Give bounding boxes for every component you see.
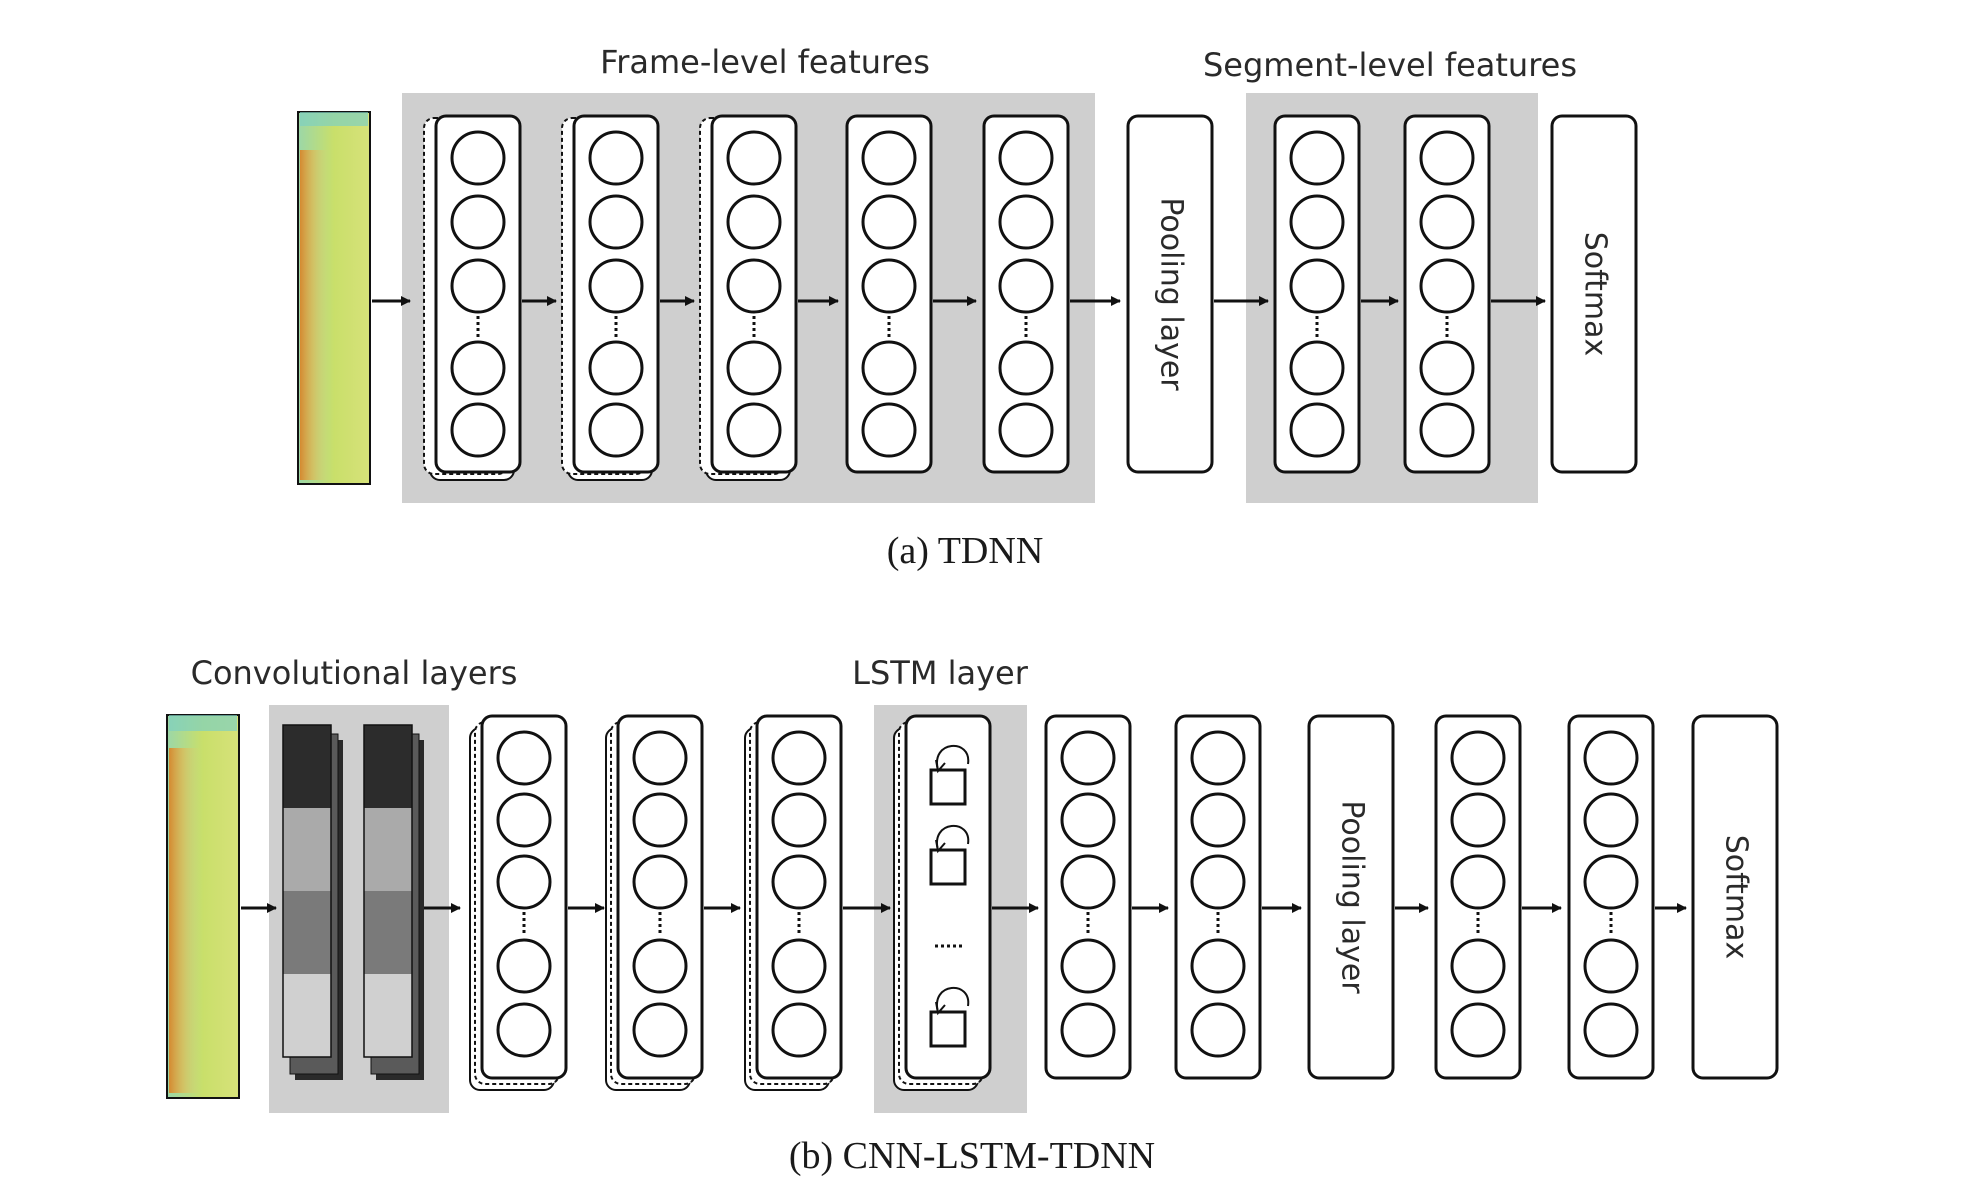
pooling-label-a: Pooling layer bbox=[1154, 197, 1189, 391]
tdnn-layer-b3 bbox=[744, 714, 843, 1091]
caption-b: (b) CNN-LSTM-TDNN bbox=[789, 1135, 1155, 1177]
lstm-cell bbox=[929, 987, 970, 1048]
caption-a: (a) TDNN bbox=[887, 530, 1044, 572]
conv-label: Convolutional layers bbox=[191, 654, 518, 692]
pooling-label-b: Pooling layer bbox=[1335, 800, 1370, 994]
tdnn-layer-b4 bbox=[1044, 714, 1132, 1080]
pooling-layer-a: Pooling layer bbox=[1126, 114, 1214, 474]
lstm-label: LSTM layer bbox=[852, 654, 1029, 692]
softmax-label-b: Softmax bbox=[1719, 835, 1754, 960]
lstm-cell bbox=[929, 825, 970, 886]
segment-layer-2 bbox=[1403, 114, 1491, 474]
conv-layer-1 bbox=[282, 724, 343, 1080]
tdnn-layer-b1 bbox=[469, 714, 568, 1091]
tdnn-layer-b7 bbox=[1567, 714, 1655, 1080]
panel-b: Convolutional layers LSTM layer bbox=[166, 654, 1779, 1177]
frame-layer-3 bbox=[699, 114, 798, 481]
segment-level-label: Segment-level features bbox=[1203, 46, 1577, 84]
spectrogram-image bbox=[297, 111, 371, 485]
softmax-a: Softmax bbox=[1550, 114, 1638, 474]
panel-a: Frame-level features Segment-level featu… bbox=[297, 43, 1638, 572]
frame-layer-1 bbox=[423, 114, 522, 481]
segment-layer-1 bbox=[1273, 114, 1361, 474]
tdnn-layer-b6 bbox=[1434, 714, 1522, 1080]
frame-layer-4 bbox=[845, 114, 933, 474]
pooling-layer-b: Pooling layer bbox=[1307, 714, 1395, 1080]
tdnn-layer-b2 bbox=[605, 714, 704, 1091]
frame-level-label: Frame-level features bbox=[600, 43, 930, 81]
softmax-b: Softmax bbox=[1691, 714, 1779, 1080]
frame-layer-5 bbox=[982, 114, 1070, 474]
softmax-label-a: Softmax bbox=[1578, 232, 1613, 357]
lstm-cell bbox=[929, 745, 970, 806]
conv-layer-2 bbox=[363, 724, 424, 1080]
lstm-layer bbox=[893, 714, 992, 1091]
spectrogram-image bbox=[166, 714, 240, 1099]
tdnn-layer-b5 bbox=[1174, 714, 1262, 1080]
frame-layer-2 bbox=[561, 114, 660, 481]
